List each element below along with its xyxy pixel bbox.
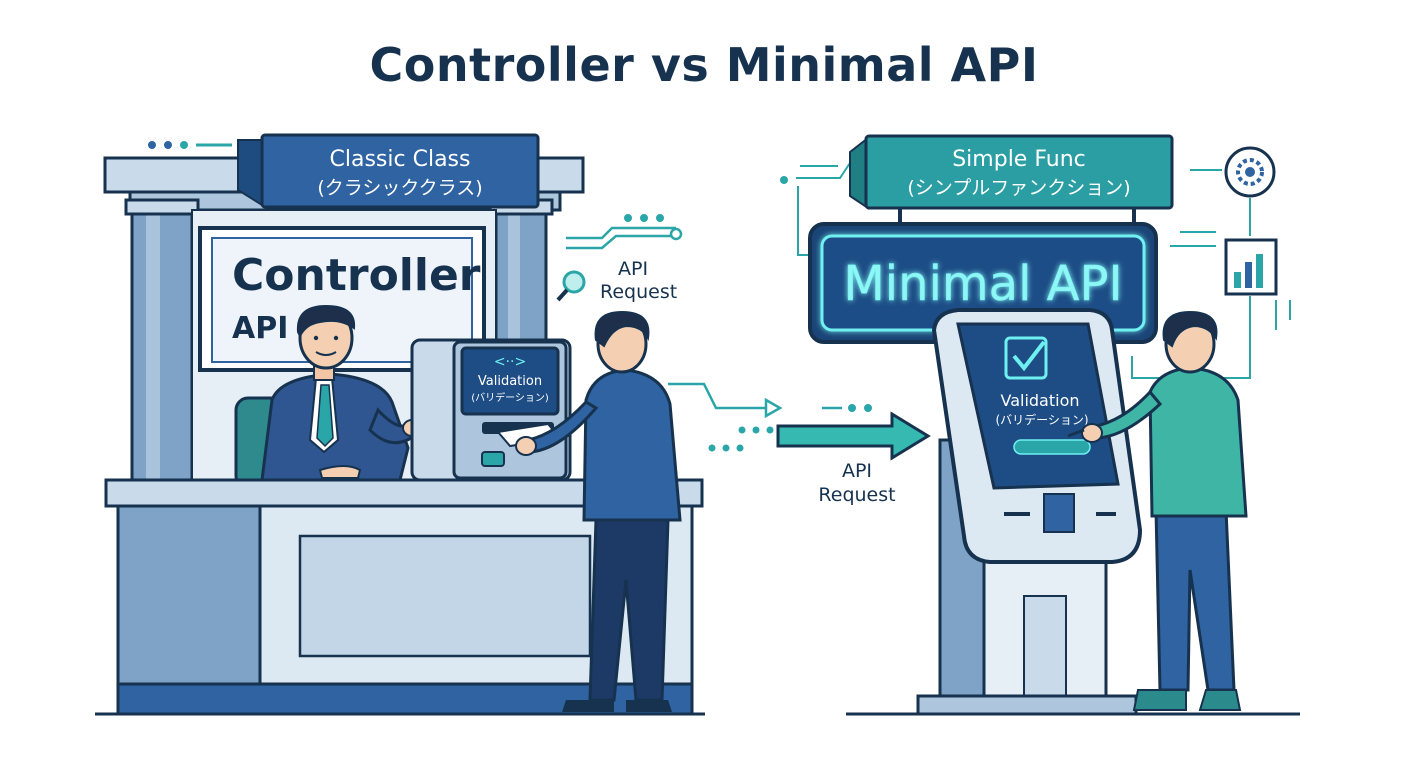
left-kiosk-line2: (バリデーション) [471, 391, 549, 404]
classic-class-banner: Classic Class (クラシッククラス) [237, 133, 540, 209]
bar-chart-icon [1224, 238, 1278, 296]
right-scene: Simple Func (シンプルファンクション) Minimal API Va… [780, 134, 1300, 716]
right-validation-kiosk: Validation (バリデーション) [916, 308, 1143, 716]
gear-icon [1224, 146, 1276, 198]
left-validation-kiosk: <··> Validation (バリデーション) [410, 338, 572, 482]
middle-connector: API Request [668, 382, 931, 506]
banner-line1: Classic Class [330, 147, 471, 172]
right-banner-line2: (シンプルファンクション) [907, 177, 1130, 199]
column-left [124, 198, 200, 482]
middle-request-line2: Request [818, 484, 895, 506]
sign-line1: Controller [232, 250, 481, 301]
left-kiosk-line1: Validation [478, 374, 542, 389]
left-request-line2: Request [600, 281, 677, 303]
arrow-right-icon [776, 411, 931, 461]
right-banner-line1: Simple Func [952, 147, 1086, 172]
left-scene: Controller API Classic Class (クラシッククラス) [95, 133, 705, 716]
middle-request-line1: API [842, 460, 872, 482]
right-kiosk-line2: (バリデーション) [995, 412, 1088, 427]
sign-line2: API [232, 311, 288, 346]
clerk-person [260, 304, 422, 482]
decorative-dots [148, 141, 232, 149]
customer-person-left [515, 310, 682, 712]
checkmark-icon [1004, 336, 1048, 380]
neon-sign-text: Minimal API [843, 256, 1122, 312]
simple-func-banner: Simple Func (シンプルファンクション) [849, 134, 1174, 210]
customer-person-right [1067, 310, 1248, 711]
right-kiosk-line1: Validation [1000, 391, 1079, 410]
left-request-line1: API [618, 258, 648, 280]
banner-line2: (クラシッククラス) [317, 177, 482, 199]
magnifier-icon [556, 270, 586, 302]
code-brackets-icon: <··> [494, 354, 526, 370]
left-api-request-annotation: API Request [556, 214, 683, 303]
page-title: Controller vs Minimal API [369, 38, 1039, 92]
